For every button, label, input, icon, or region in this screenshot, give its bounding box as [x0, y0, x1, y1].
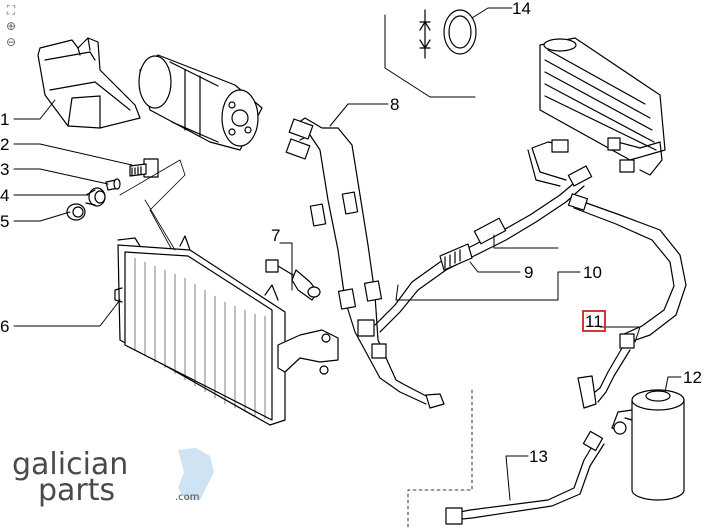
part-4-grommet[interactable]	[85, 187, 106, 207]
part-7-pressure-switch[interactable]	[265, 259, 321, 301]
fit-to-window-icon[interactable]: ⛶	[6, 3, 16, 17]
callout-labels: 1 2 3 4 5 6 7 8 9 10 11 12 13 14	[0, 0, 702, 466]
callout-8: 8	[390, 95, 399, 114]
callout-14: 14	[512, 0, 531, 18]
callout-11[interactable]: 11	[585, 312, 603, 331]
callout-9: 9	[524, 263, 533, 282]
callout-12: 12	[683, 368, 702, 387]
zoom-toolbar: ⛶ ⊕ ⊖	[3, 3, 23, 53]
part-8-compressor-hose[interactable]	[277, 117, 445, 409]
callout-4: 4	[0, 186, 9, 205]
callout-3: 3	[0, 160, 9, 179]
logo-suffix: .com	[175, 492, 200, 503]
part-10-liquid-line[interactable]	[374, 139, 593, 333]
callout-7: 7	[271, 226, 280, 245]
part-9-expansion-fitting[interactable]	[439, 243, 473, 271]
zoom-in-icon[interactable]: ⊕	[5, 19, 17, 33]
part-14-o-ring[interactable]	[419, 9, 477, 59]
part-11-hose[interactable]	[567, 193, 687, 409]
logo-line-2: parts	[38, 473, 115, 508]
part-12-receiver-drier[interactable]	[611, 389, 685, 501]
callout-5: 5	[0, 212, 9, 231]
part-6-condenser[interactable]	[114, 235, 286, 426]
compressor[interactable]	[138, 54, 263, 151]
callout-11-highlight-box	[582, 310, 606, 332]
callout-6: 6	[0, 317, 9, 336]
logo-map-shape	[178, 448, 214, 500]
part-5-nut[interactable]	[66, 203, 86, 221]
part-3-spacer[interactable]	[105, 178, 121, 191]
logo-line-1: galician	[12, 447, 128, 482]
callout-2: 2	[0, 135, 9, 154]
galicianparts-logo: galician parts .com	[12, 447, 214, 508]
part-1-cover[interactable]	[37, 37, 141, 129]
leader-lines	[13, 7, 682, 501]
zoom-out-icon[interactable]: ⊖	[5, 35, 17, 49]
callout-10: 10	[583, 263, 602, 282]
part-2-bolt[interactable]	[129, 158, 159, 178]
evaporator[interactable]	[539, 37, 666, 176]
part-13-pipe[interactable]	[445, 430, 605, 525]
callout-13: 13	[529, 447, 548, 466]
callout-1: 1	[0, 110, 9, 129]
